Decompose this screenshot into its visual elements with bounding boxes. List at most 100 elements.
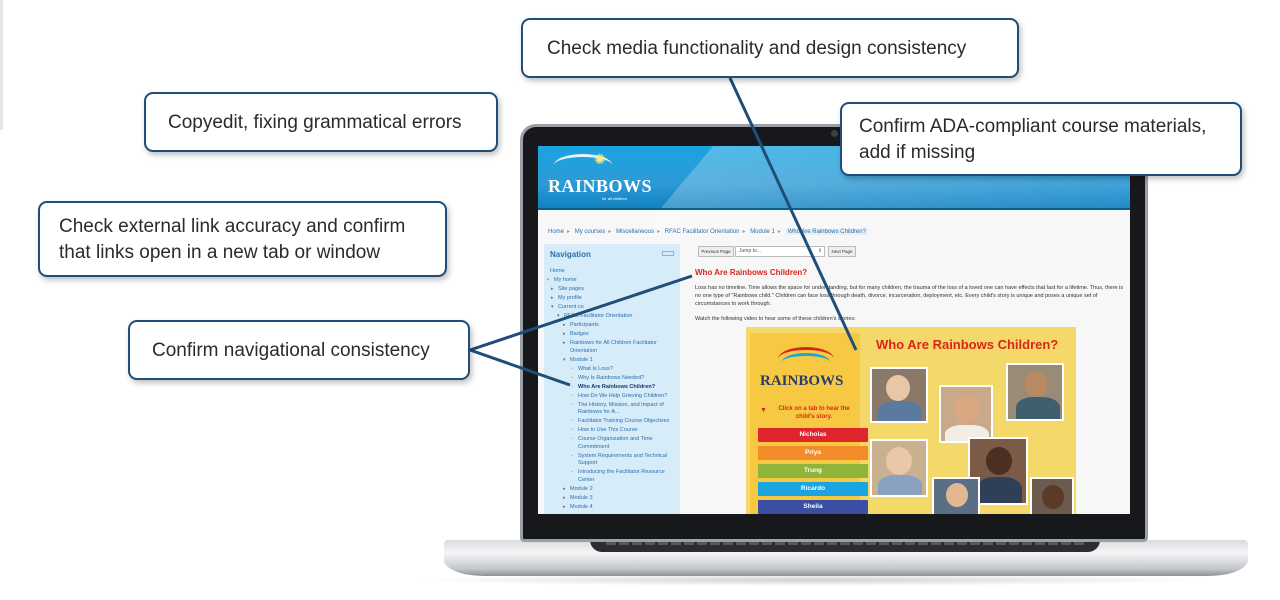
nav-item[interactable]: ▫How Do We Help Grieving Children? [550,393,678,401]
callout-copyedit-text: Copyedit, fixing grammatical errors [168,112,462,133]
nav-item-bullet-icon: ▫ [571,452,573,459]
nav-item[interactable]: ▾ Current co [550,304,678,312]
nav-item-label: Participants [570,322,599,328]
nav-item[interactable]: ▫Why Is Rainbows Needed? [550,375,678,383]
callout-ada-line1: Confirm ADA-compliant course materials, [859,116,1207,137]
breadcrumb-separator-icon: ▸ [742,229,746,235]
nav-item[interactable]: ▫What Is Loss? [550,366,678,374]
callout-navigation-text: Confirm navigational consistency [152,340,430,361]
nav-item-bullet-icon: ▸ [563,322,566,328]
nav-item-bullet-icon: ▸ [551,295,554,301]
child-photo [939,385,993,443]
nav-item[interactable]: ▸Rainbows for All Children Facilitator O… [550,340,678,355]
video-tab[interactable]: Priya [758,446,868,460]
nav-item[interactable]: ▫ System Requirements and Technical Suppo… [550,453,678,468]
nav-item-bullet-icon: • [547,277,549,283]
breadcrumb-separator-icon: ▸ [567,229,571,235]
rainbow-arc-inner-icon [782,353,830,371]
video-player[interactable]: RAINBOWS ▼ Click on a tab to hear the ch… [746,327,1076,514]
nav-item-label: Course Organization and Time Commitment [578,436,653,450]
nav-item-bullet-icon: ▫ [571,418,573,424]
nav-item-bullet-icon: ▾ [551,304,554,310]
child-photo [870,439,928,497]
nav-item[interactable]: ▸Module 2 [550,486,678,494]
arrow-down-icon: ▼ [760,407,767,414]
callout-links: Check external link accuracy and confirm… [38,201,447,277]
nav-item-label: Why Is Rainbows Needed? [578,374,645,381]
nav-item[interactable]: ▫Who Are Rainbows Children? [550,384,678,392]
nav-item[interactable]: ▫ Introducing the Facilitator Resource Ce… [550,469,678,484]
sun-icon: ✺ [594,151,606,167]
nav-item-bullet-icon: ▫ [571,401,573,408]
nav-item[interactable]: ▾ Module 1 [550,357,678,365]
nav-item-label: Module 3 [570,494,593,501]
nav-item-label: Badges [570,331,589,337]
callout-ada: Confirm ADA-compliant course materials, … [840,102,1242,176]
nav-item-bullet-icon: ▾ [563,356,566,363]
nav-item-label: Home [550,268,565,274]
nav-item[interactable]: Home [550,268,678,276]
nav-item[interactable]: ▸Badges [550,331,678,339]
breadcrumb-current[interactable]: Who Are Rainbows Children? [785,229,868,235]
nav-item[interactable]: •My home [547,277,678,285]
video-title: Who Are Rainbows Children? [876,337,1059,352]
breadcrumb-home[interactable]: Home [548,229,565,235]
banner-stripe [538,208,1130,210]
child-photo [932,477,980,514]
nav-item[interactable]: ▾ RFAC Facilitator Orientation [550,313,678,321]
nav-item-bullet-icon: ▫ [571,392,573,399]
nav-item-bullet-icon: ▸ [563,503,566,510]
select-arrows-icon: ⇕ [817,248,822,254]
nav-item-label: What Is Loss? [578,365,613,372]
previous-page-button[interactable]: Previous Page [698,246,734,257]
jump-to-select[interactable]: Jump to... ⇕ [735,246,825,257]
nav-item[interactable]: ▸ Participants [550,322,678,330]
nav-item[interactable]: ▸My profile [550,295,678,303]
child-photo [968,437,1028,505]
callout-media: Check media functionality and design con… [521,18,1019,78]
next-page-button[interactable]: Next Page [828,246,856,257]
callout-copyedit: Copyedit, fixing grammatical errors [144,92,498,152]
video-tab[interactable]: Sheila [758,500,868,514]
nav-item-bullet-icon: ▾ [557,313,560,319]
nav-item-bullet-icon: ▸ [563,340,566,346]
breadcrumb-module[interactable]: Module 1 [750,229,775,235]
block-collapse-icon[interactable] [662,251,674,256]
nav-item[interactable]: ▸Module 3 [550,495,678,503]
video-tab[interactable]: Nicholas [758,428,868,442]
nav-item[interactable]: ▫Course Organization and Time Commitment [550,436,678,451]
video-tab[interactable]: Trung [758,464,868,478]
breadcrumb-my-courses[interactable]: My courses [574,229,606,235]
nav-item[interactable]: ▸ Module 4 [550,504,678,512]
child-photo [1030,477,1074,514]
navigation-title: Navigation [550,250,591,259]
nav-item[interactable]: ▫Facilitator Training Course Objectives [550,418,678,426]
nav-item-label: Module 1 [570,356,593,363]
page-edge-line [0,0,3,130]
camera-icon [831,130,838,137]
nav-item-label: Site pages [558,286,584,292]
breadcrumb-miscellaneous[interactable]: Miscellaneous [616,229,655,235]
nav-item-label: The History, Mission, and Impact of Rain… [578,401,664,416]
nav-item-label: Introducing the Facilitator Resource Cen… [578,469,665,483]
nav-item-label: Who Are Rainbows Children? [578,383,656,390]
breadcrumb-course[interactable]: RFAC Facilitator Orientation [664,229,740,235]
nav-item[interactable]: ▸Site pages [550,286,678,294]
child-photo [1006,363,1064,421]
navigation-block: Navigation Home•My home▸Site pages▸My pr… [544,244,680,514]
callout-navigation: Confirm navigational consistency [128,320,470,380]
nav-item-label: Current co [558,304,584,310]
video-sidebar: RAINBOWS ▼ Click on a tab to hear the ch… [750,333,868,514]
site-logo[interactable]: RAINBOWS [548,176,653,196]
laptop-shadow [410,574,1210,586]
nav-item-label: RFAC Facilitator Orientation [564,313,633,319]
video-tab[interactable]: Ricardo [758,482,868,496]
child-photo [870,367,928,423]
nav-item-label: System Requirements and Technical Suppor… [578,452,668,467]
nav-item[interactable]: ▫How to Use This Course [550,427,678,435]
nav-item-label: Module 4 [570,503,593,510]
nav-item[interactable]: ▫ The History, Mission, and Impact of Rai… [550,402,678,417]
nav-item-bullet-icon: ▸ [563,485,566,492]
nav-item-bullet-icon: ▫ [571,469,573,475]
